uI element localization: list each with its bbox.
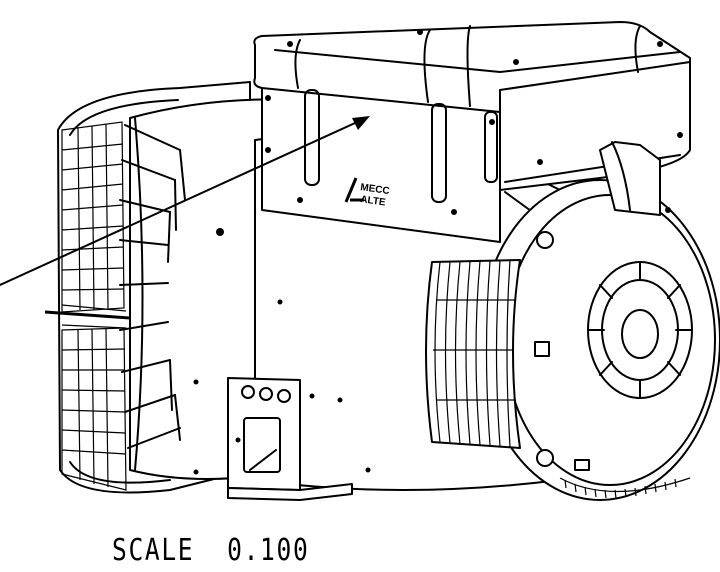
front-louvres [425,259,521,449]
drive-end-shield [425,141,720,501]
drive-hub [587,261,693,399]
manufacturer-logo: MECC ALTE [344,177,391,209]
mounting-foot [227,377,353,501]
terminal-box: MECC ALTE [253,21,691,243]
scale-label: SCALE 0.100 [112,533,310,568]
lower-louvre-grille [61,327,127,491]
logo-line-1: MECC [360,182,391,197]
upper-louvre-grille [61,121,125,313]
leader-arrow [0,116,370,286]
logo-line-2: ALTE [360,194,387,208]
